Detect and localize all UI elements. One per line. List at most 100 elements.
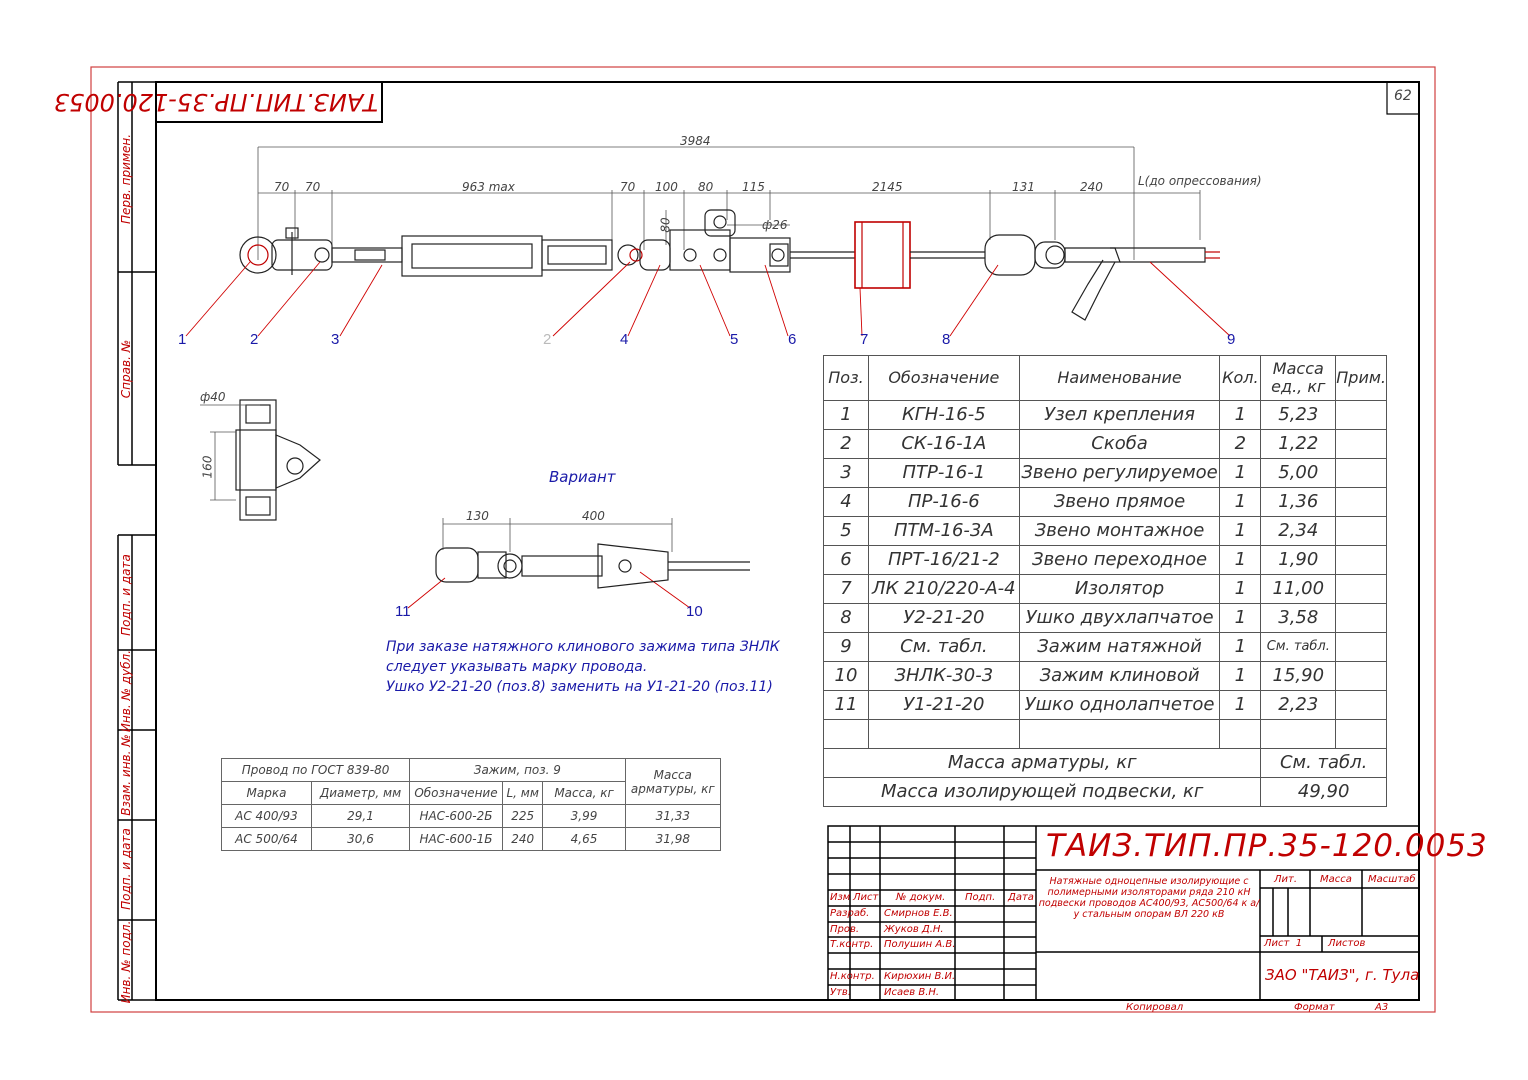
spec-cell: У1-21-20 (867, 690, 1020, 720)
wire-cell: 30,6 (310, 827, 411, 851)
spec-cell: 10 (823, 661, 869, 691)
dim-70b: 70 (305, 180, 321, 194)
dim-L: L(до опрессования) (1138, 174, 1262, 188)
copied-label: Копировал (1126, 1002, 1184, 1013)
spec-cell: Ушко однолапчетое (1018, 690, 1221, 720)
wire-cell: 240 (501, 827, 544, 851)
wire-sub-diameter: Диаметр, мм (310, 781, 411, 805)
spec-cell: Звено регулируемое (1018, 458, 1221, 488)
spec-header-mass: Масса ед., кг (1260, 355, 1337, 401)
spec-cell: 1 (1219, 574, 1262, 604)
spec-cell: Узел крепления (1018, 400, 1221, 430)
wire-cell: 31,98 (624, 827, 722, 851)
wire-cell: АС 400/93 (221, 804, 312, 828)
spec-cell: 1 (1219, 661, 1262, 691)
pos-label-1: 1 (178, 331, 187, 348)
wire-cell: 3,99 (542, 804, 626, 828)
spec-cell (1335, 516, 1387, 546)
wire-group-wire: Провод по ГОСТ 839-80 (220, 758, 411, 782)
spec-cell (867, 719, 1020, 749)
side-view (200, 399, 321, 521)
dimension-lines (257, 146, 1201, 260)
spec-cell: 1 (1219, 690, 1262, 720)
spec-cell: См. табл. (1260, 632, 1337, 662)
dim-131: 131 (1012, 180, 1035, 194)
spec-cell (1335, 574, 1387, 604)
dim-phi26: ф26 (762, 218, 788, 232)
spec-cell: Звено переходное (1018, 545, 1221, 575)
name-tkontr: Полушин А.В. (884, 939, 956, 950)
order-note: При заказе натяжного клинового зажима ти… (386, 637, 780, 697)
dim-100: 100 (655, 180, 678, 194)
spec-cell: 3 (823, 458, 869, 488)
rotated-code-box (155, 81, 383, 123)
wire-group-mass: Масса арматуры, кг (624, 758, 722, 805)
pos-label-7: 7 (860, 331, 869, 348)
assembly-drawing (239, 209, 1220, 321)
spec-cell: 5 (823, 516, 869, 546)
name-utv: Исаев В.Н. (884, 987, 940, 998)
spec-cell: У2-21-20 (867, 603, 1020, 633)
company-name: ЗАО "ТАИЗ", г. Тула (1265, 966, 1420, 984)
mass-fittings-label: Масса арматуры, кг (822, 748, 1262, 778)
wire-cell: 4,65 (542, 827, 626, 851)
spec-cell: 2,23 (1260, 690, 1337, 720)
spec-cell: 9 (823, 632, 869, 662)
spec-cell (1335, 603, 1387, 633)
note-line-2: следует указывать марку провода. (386, 659, 648, 675)
spec-cell: ПТР-16-1 (867, 458, 1020, 488)
spec-cell: 11,00 (1260, 574, 1337, 604)
name-prov: Жуков Д.Н. (884, 924, 944, 935)
variant-label-11: 11 (395, 603, 411, 620)
spec-cell: Ушко двухлапчатое (1018, 603, 1221, 633)
dim-240: 240 (1080, 180, 1103, 194)
role-utv: Утв. (830, 987, 851, 998)
wire-cell: НАС-600-2Б (409, 804, 503, 828)
role-tkontr: Т.контр. (830, 939, 874, 950)
side-strip (117, 81, 156, 1001)
spec-cell: 1 (823, 400, 869, 430)
pos-label-8: 8 (942, 331, 951, 348)
dim-v400: 400 (582, 509, 605, 523)
wire-sub-mass: Масса, кг (542, 781, 626, 805)
note-line-1: При заказе натяжного клинового зажима ти… (386, 639, 780, 655)
dim-80v: 80 (658, 217, 673, 233)
spec-cell: СК-16-1А (867, 429, 1020, 459)
spec-empty-row (823, 719, 1387, 749)
spec-cell: ЗНЛК-30-3 (867, 661, 1020, 691)
lit-label: Лит. (1274, 874, 1298, 885)
wire-cell: АС 500/64 (221, 827, 312, 851)
mass-label: Масса (1320, 874, 1352, 885)
spec-cell: 15,90 (1260, 661, 1337, 691)
desc-line-3: подвески проводов АС400/93, АС500/64 к а… (1038, 898, 1260, 909)
spec-cell: 1,36 (1260, 487, 1337, 517)
spec-cell: 8 (823, 603, 869, 633)
spec-cell (1335, 719, 1387, 749)
col-header-sign: Подп. (965, 892, 996, 903)
title-block-lines (827, 825, 1420, 1001)
spec-cell: 3,58 (1260, 603, 1337, 633)
rotated-drawing-code: ТАИЗ.ТИП.ПР.35-120.0053 (53, 88, 378, 116)
col-header-doc: № докум. (896, 892, 946, 903)
mass-total-label: Масса изолирующей подвески, кг (822, 777, 1262, 807)
note-line-3: Ушко У2-21-20 (поз.8) заменить на У1-21-… (386, 679, 773, 695)
side-label-sprav: Справ. № (119, 339, 133, 399)
role-nkontr: Н.контр. (830, 971, 875, 982)
spec-cell: 5,00 (1260, 458, 1337, 488)
spec-header-designation: Обозначение (867, 355, 1020, 401)
col-header-izm: Изм (830, 892, 851, 903)
name-razrab: Смирнов Е.В. (884, 908, 953, 919)
pos-label-2: 2 (250, 331, 259, 348)
spec-cell: Звено прямое (1018, 487, 1221, 517)
spec-cell: 1 (1219, 545, 1262, 575)
spec-cell: 1,90 (1260, 545, 1337, 575)
sheet-number-box (1386, 81, 1420, 115)
spec-cell: 1 (1219, 400, 1262, 430)
